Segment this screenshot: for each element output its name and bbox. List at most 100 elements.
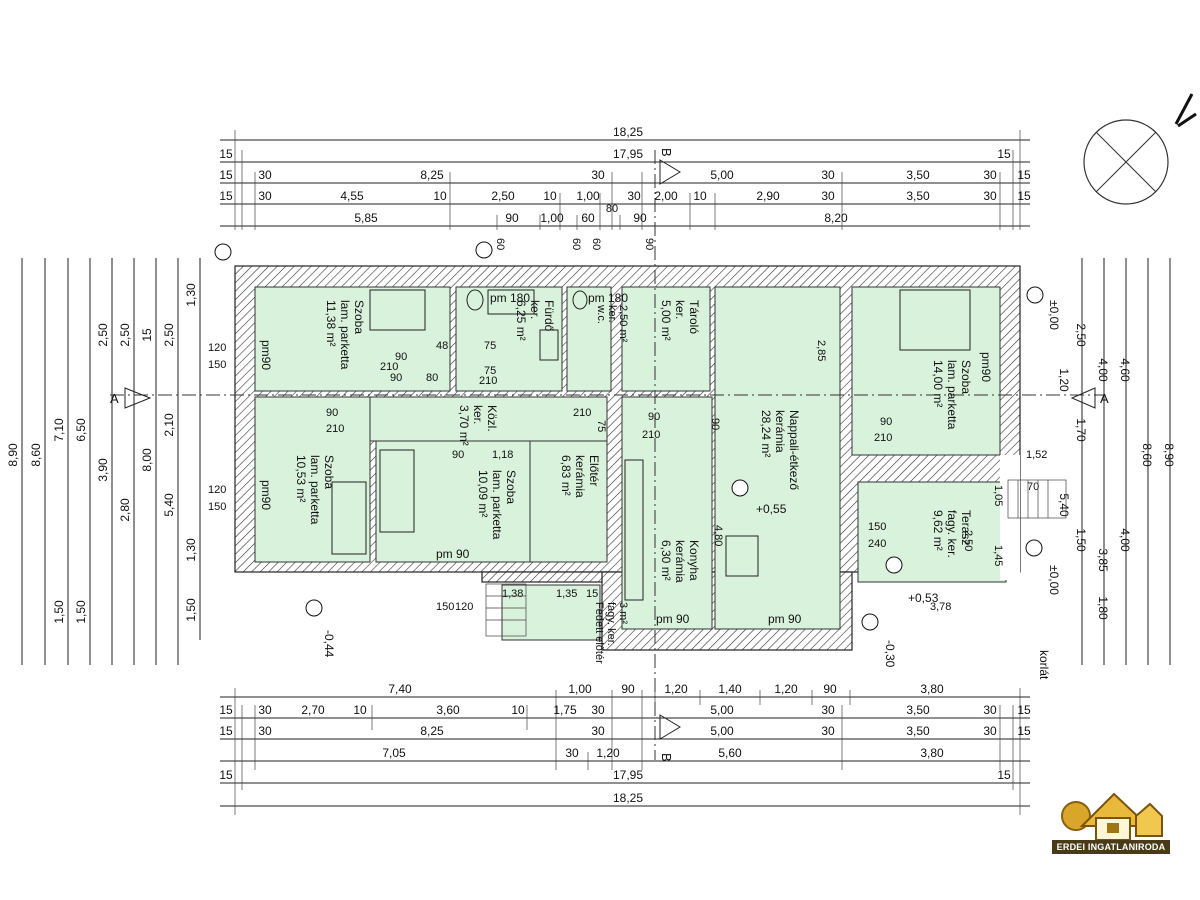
room-floor xyxy=(254,396,371,563)
svg-text:60: 60 xyxy=(590,238,602,250)
company-logo: ERDEI INGATLANIRODA xyxy=(1052,776,1170,868)
svg-text:210: 210 xyxy=(642,429,660,441)
svg-text:75: 75 xyxy=(484,340,496,352)
dim-text: 1,20 xyxy=(774,682,798,696)
window-label: pm 180 xyxy=(588,291,628,305)
svg-text:Előtér: Előtér xyxy=(587,455,601,486)
svg-text:210: 210 xyxy=(479,375,497,387)
svg-text:lam. parketta: lam. parketta xyxy=(308,455,322,525)
svg-text:120: 120 xyxy=(208,484,226,496)
svg-text:6,25 m²: 6,25 m² xyxy=(514,300,528,341)
svg-text:48: 48 xyxy=(436,340,448,352)
dim-text: 1,20 xyxy=(664,682,688,696)
section-label-b: B xyxy=(659,148,674,157)
svg-text:Konyha: Konyha xyxy=(687,540,701,581)
svg-text:70: 70 xyxy=(1027,481,1039,493)
svg-text:14,00 m²: 14,00 m² xyxy=(931,360,945,407)
opening-labels: pm90 pm90 pm90 pm 180 pm 180 pm 90 pm 90… xyxy=(259,291,1051,680)
window-label: pm 90 xyxy=(656,612,690,626)
room-label-eloter: Előtér kerámia 6,83 m² xyxy=(559,455,601,498)
dim-text: 15 xyxy=(1017,703,1031,717)
level-marker-icon xyxy=(1026,286,1044,304)
svg-text:Szoba: Szoba xyxy=(504,470,518,504)
dim-text: 8,25 xyxy=(420,724,444,738)
svg-text:90: 90 xyxy=(709,418,721,430)
railing-label: korlát xyxy=(1037,650,1051,680)
bathtub-icon xyxy=(487,289,535,315)
section-arrow-icon xyxy=(659,714,681,740)
window-label: pm90 xyxy=(979,352,993,382)
dim-text: 5,40 xyxy=(162,493,176,517)
room-label-terasz: Terasz fagy. ker. 9,62 m² xyxy=(931,510,973,558)
svg-text:Szoba: Szoba xyxy=(322,455,336,489)
svg-text:Közl.: Közl. xyxy=(485,405,499,432)
svg-text:Nappali-étkező: Nappali-étkező xyxy=(787,410,801,490)
room-label-nappali: Nappali-étkező kerámia 28,24 m² xyxy=(759,410,801,490)
section-label-a: A xyxy=(110,391,119,406)
dim-text: 3,50 xyxy=(906,168,930,182)
dim-text: 1,70 xyxy=(1074,418,1088,442)
svg-text:240: 240 xyxy=(868,538,886,550)
dim-text: 2,00 xyxy=(654,189,678,203)
svg-text:Fürdő: Fürdő xyxy=(542,300,556,332)
dim-text: 1,40 xyxy=(718,682,742,696)
wall-segment xyxy=(481,571,613,583)
dim-text: 3,50 xyxy=(906,189,930,203)
right-dimensions: 2,50 1,70 1,50 4,00 3,85 1,80 4,60 4,00 … xyxy=(1057,258,1176,665)
dim-text: 30 xyxy=(983,703,997,717)
dim-text: 15 xyxy=(1017,189,1031,203)
dim-text: 5,85 xyxy=(354,211,378,225)
svg-text:15: 15 xyxy=(586,588,598,600)
dim-text: 5,40 xyxy=(1057,493,1071,517)
dim-text: 10 xyxy=(543,189,557,203)
kitchen-counter xyxy=(624,459,644,601)
svg-text:75: 75 xyxy=(595,420,607,432)
dim-text: 2,70 xyxy=(301,703,325,717)
dim-text: 1,20 xyxy=(596,746,620,760)
section-axes: B B A A xyxy=(110,148,1109,762)
room-labels: Szoba lam. parketta 11,38 m² Fürdő ker. … xyxy=(294,300,973,664)
svg-text:Fedett előtér: Fedett előtér xyxy=(593,602,605,664)
room-floor xyxy=(621,286,711,392)
svg-text:90: 90 xyxy=(326,407,338,419)
left-dimensions: 8,90 8,60 7,10 1,50 6,50 1,50 2,50 3,90 … xyxy=(6,258,201,665)
dim-text: 17,95 xyxy=(613,147,643,161)
dim-text: 2,50 xyxy=(162,323,176,347)
window-label: pm 90 xyxy=(436,547,470,561)
section-arrow-icon xyxy=(124,387,152,409)
svg-text:80: 80 xyxy=(426,372,438,384)
dim-text: 30 xyxy=(821,168,835,182)
level-marker-icon xyxy=(861,613,879,631)
dim-text: 1,75 xyxy=(553,703,577,717)
dim-text: 3,80 xyxy=(920,746,944,760)
dim-text: 15 xyxy=(219,768,233,782)
room-label-tarolo: Tároló ker. 5,00 m² xyxy=(659,300,701,341)
dim-text: 90 xyxy=(621,682,635,696)
room-label-fedett: Fedett előtér fagy. ker. 3 m² xyxy=(593,602,629,664)
svg-text:2,85: 2,85 xyxy=(815,340,827,361)
section-arrow-icon xyxy=(1070,387,1096,409)
level-marker-icon xyxy=(1025,539,1043,557)
svg-text:210: 210 xyxy=(326,423,344,435)
room-floor xyxy=(851,286,1001,456)
dim-text: 7,40 xyxy=(388,682,412,696)
dim-text: 30 xyxy=(821,724,835,738)
dim-text: 8,20 xyxy=(824,211,848,225)
svg-text:Terasz: Terasz xyxy=(959,510,973,545)
dim-text: 8,00 xyxy=(140,448,154,472)
sink-icon xyxy=(539,329,559,361)
dim-text: 1,00 xyxy=(568,682,592,696)
svg-text:10,09 m²: 10,09 m² xyxy=(476,470,490,517)
dim-text: 15 xyxy=(219,189,233,203)
level-text: ±0,00 xyxy=(1047,565,1061,595)
dim-text: 1,50 xyxy=(184,598,198,622)
dim-text: 3,85 xyxy=(1096,548,1110,572)
svg-text:4,80: 4,80 xyxy=(712,525,724,546)
dining-table-icon xyxy=(725,535,759,577)
dim-text: 10 xyxy=(353,703,367,717)
dim-text: 4,00 xyxy=(1096,358,1110,382)
window-label: pm90 xyxy=(259,340,273,370)
svg-text:210: 210 xyxy=(380,361,398,373)
bed-icon xyxy=(369,289,426,331)
room-label-szoba-4: Szoba lam. parketta 14,00 m² xyxy=(931,360,973,430)
